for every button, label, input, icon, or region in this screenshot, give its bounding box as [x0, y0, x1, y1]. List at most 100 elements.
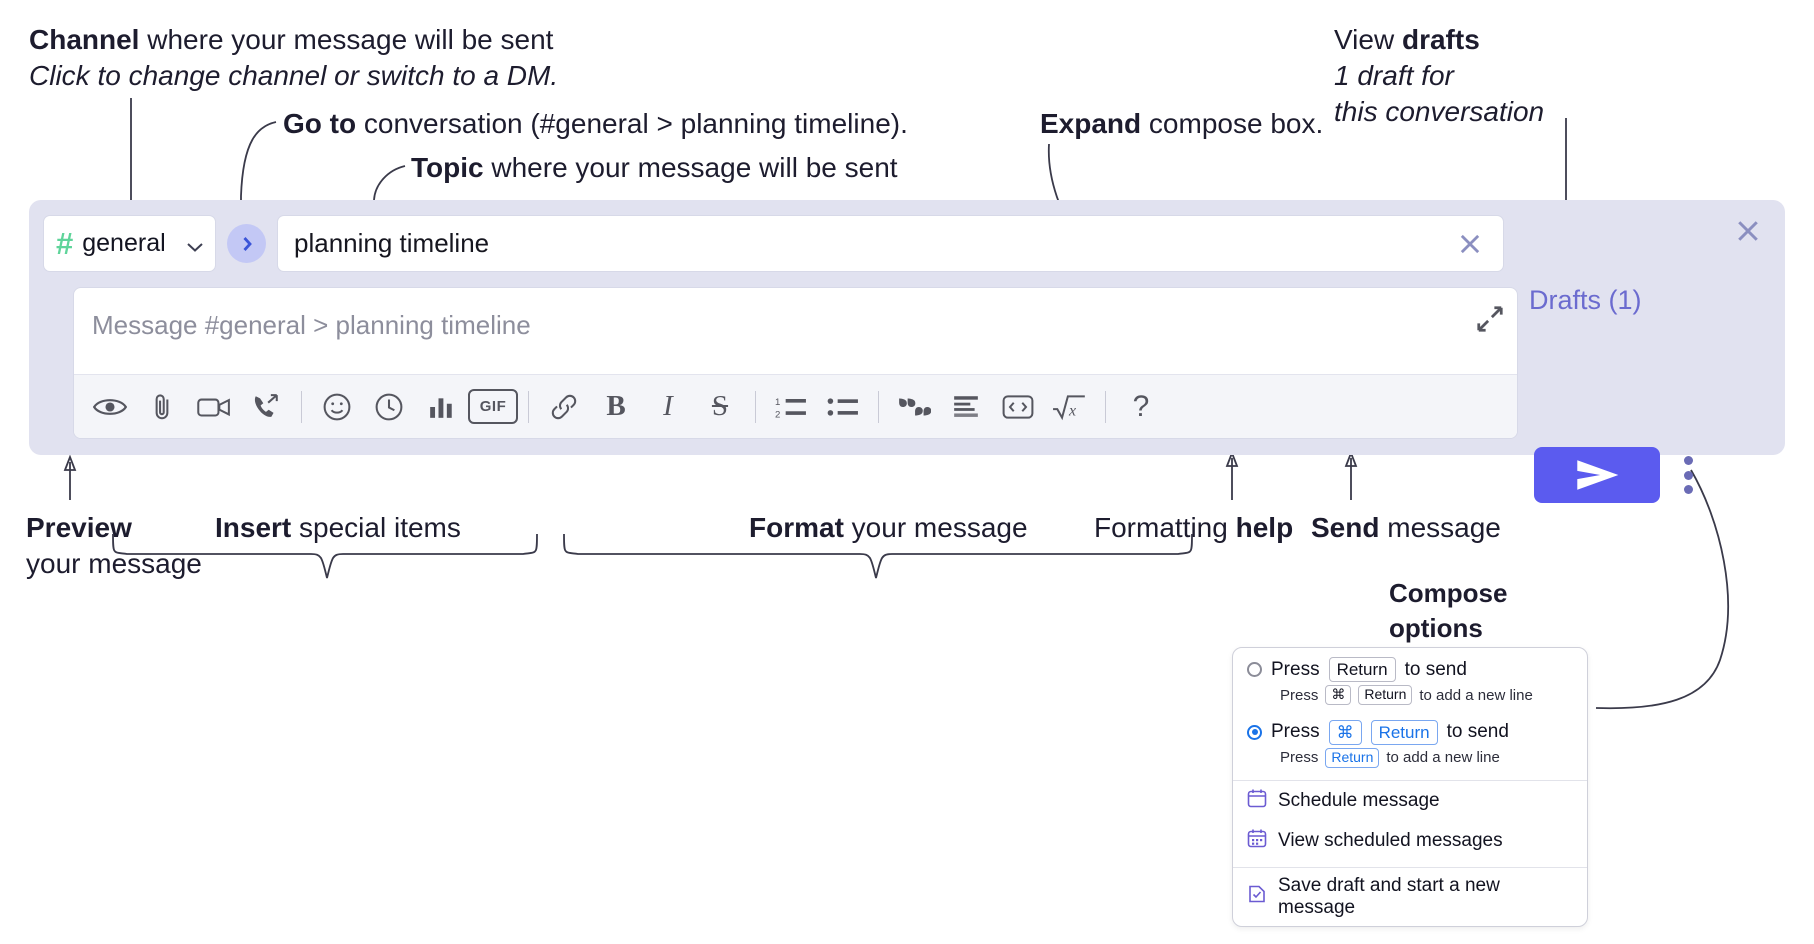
channel-name-label: general [82, 229, 166, 257]
chevron-down-icon [187, 239, 203, 252]
topic-field[interactable]: planning timeline [277, 215, 1504, 272]
annotation-drafts-italic1: 1 draft for [1334, 59, 1454, 91]
ordered-list-icon[interactable]: 1 2 [765, 383, 817, 431]
send-option-return[interactable]: Press Return to send Press ⌘ Return to a… [1233, 648, 1587, 711]
option2-sub-post: to add a new line [1386, 749, 1500, 767]
annotation-drafts-bold: drafts [1401, 24, 1480, 55]
svg-text:1: 1 [775, 396, 780, 407]
key-return: Return [1370, 719, 1438, 745]
link-icon[interactable] [538, 383, 590, 431]
annotation-channel-bold: Channel [29, 24, 140, 55]
menu-item-save-draft[interactable]: Save draft and start a new message [1233, 868, 1587, 926]
annotation-channel-rest: where your message will be sent [139, 24, 554, 55]
send-option-cmd-return[interactable]: Press ⌘ Return to send Press Return to a… [1233, 711, 1587, 774]
annotation-channel-italic: Click to change channel or switch to a D… [29, 59, 559, 91]
toolbar-separator [755, 390, 756, 423]
strikethrough-label: S [711, 390, 729, 422]
annotation-send: Send message [1311, 510, 1641, 546]
annotation-drafts: View drafts 1 draft for this conversatio… [1334, 22, 1804, 129]
menu-item-schedule-message[interactable]: Schedule message [1233, 781, 1587, 821]
annotation-compose-options-bold1: Compose [1389, 578, 1508, 608]
svg-text:x: x [1068, 402, 1076, 419]
svg-text:2: 2 [775, 409, 780, 418]
annotation-expand: Expand compose box. [1040, 106, 1470, 142]
menu-item-view-scheduled-messages[interactable]: View scheduled messages [1233, 821, 1587, 861]
channel-selector[interactable]: # general [43, 215, 216, 272]
inline-code-icon[interactable] [992, 383, 1044, 431]
menu-divider [1233, 866, 1587, 868]
toolbar-separator [528, 390, 529, 423]
compose-options-menu: Press Return to send Press ⌘ Return to a… [1232, 647, 1588, 927]
audio-clip-icon[interactable] [240, 383, 292, 431]
option2-post: to send [1446, 721, 1509, 743]
formatting-help-icon[interactable]: ? [1115, 383, 1167, 431]
option1-pre: Press [1271, 658, 1320, 680]
toolbar-separator [878, 390, 879, 423]
key-return: Return [1358, 685, 1413, 705]
bulleted-list-icon[interactable] [817, 383, 869, 431]
menu-divider [1233, 779, 1587, 781]
preview-icon[interactable] [84, 383, 136, 431]
strikethrough-icon[interactable]: S [694, 383, 746, 431]
annotation-compose-options-bold2: options [1389, 612, 1483, 643]
reminder-clock-icon[interactable] [363, 383, 415, 431]
message-input-box[interactable]: Message #general > planning timeline [73, 287, 1518, 439]
option1-sub-pre: Press [1280, 686, 1319, 704]
hash-icon: # [56, 226, 74, 261]
goto-conversation-button[interactable] [227, 224, 266, 263]
send-button[interactable] [1534, 447, 1660, 503]
annotation-goto-rest: conversation (#general > planning timeli… [356, 108, 908, 139]
emoji-icon[interactable] [311, 383, 363, 431]
compose-options-button[interactable] [1675, 453, 1701, 497]
annotation-drafts-italic2: this conversation [1334, 95, 1545, 127]
menu-item-label: View scheduled messages [1278, 829, 1503, 851]
clear-topic-icon[interactable] [1453, 227, 1487, 261]
annotation-help-lead: Formatting [1094, 512, 1236, 543]
video-clip-icon[interactable] [188, 383, 240, 431]
annotation-preview-bold: Preview [26, 512, 132, 543]
menu-item-label: Save draft and start a new message [1278, 874, 1500, 918]
annotation-insert: Insert special items [215, 510, 635, 546]
compose-header-row: # general planning timeline [43, 215, 1504, 272]
gif-label: GIF [468, 389, 518, 424]
close-compose-icon[interactable] [1731, 214, 1765, 248]
kebab-dot [1683, 485, 1693, 494]
calendar-icon [1247, 788, 1267, 814]
calendar-grid-icon [1247, 828, 1267, 854]
annotation-insert-rest: special items [291, 512, 461, 543]
code-block-icon[interactable] [940, 383, 992, 431]
annotation-insert-bold: Insert [215, 512, 292, 543]
math-icon[interactable]: x [1044, 383, 1096, 431]
key-return: Return [1328, 657, 1396, 683]
annotation-topic-rest: where your message will be sent [483, 152, 898, 183]
gif-icon[interactable]: GIF [467, 383, 519, 431]
send-paper-plane-icon [1577, 460, 1619, 490]
option1-sub-post: to add a new line [1419, 686, 1533, 704]
drafts-link[interactable]: Drafts (1) [1529, 285, 1642, 315]
key-command: ⌘ [1328, 719, 1362, 745]
annotation-expand-bold: Expand [1040, 108, 1142, 139]
annotation-expand-rest: compose box. [1141, 108, 1324, 139]
formatting-toolbar: GIF B I S 1 2 [74, 374, 1517, 438]
kebab-dot [1683, 456, 1693, 465]
annotation-send-bold: Send [1311, 512, 1380, 543]
poll-icon[interactable] [415, 383, 467, 431]
option2-pre: Press [1271, 721, 1320, 743]
option2-sub-pre: Press [1280, 749, 1319, 767]
italic-icon[interactable]: I [642, 383, 694, 431]
menu-item-label: Schedule message [1278, 789, 1440, 811]
key-return: Return [1325, 748, 1380, 768]
compose-panel: # general planning timeline Message #gen… [29, 200, 1785, 455]
expand-compose-icon[interactable] [1475, 304, 1505, 334]
radio-return[interactable] [1247, 662, 1262, 678]
blockquote-icon[interactable] [888, 383, 940, 431]
attachment-icon[interactable] [136, 383, 188, 431]
bold-icon[interactable]: B [590, 383, 642, 431]
key-command: ⌘ [1325, 685, 1352, 705]
annotation-goto-bold: Go to [283, 108, 357, 139]
annotation-format-rest: your message [843, 512, 1028, 543]
help-label: ? [1132, 389, 1150, 423]
bold-label: B [606, 390, 626, 422]
radio-cmd-return[interactable] [1247, 724, 1262, 740]
